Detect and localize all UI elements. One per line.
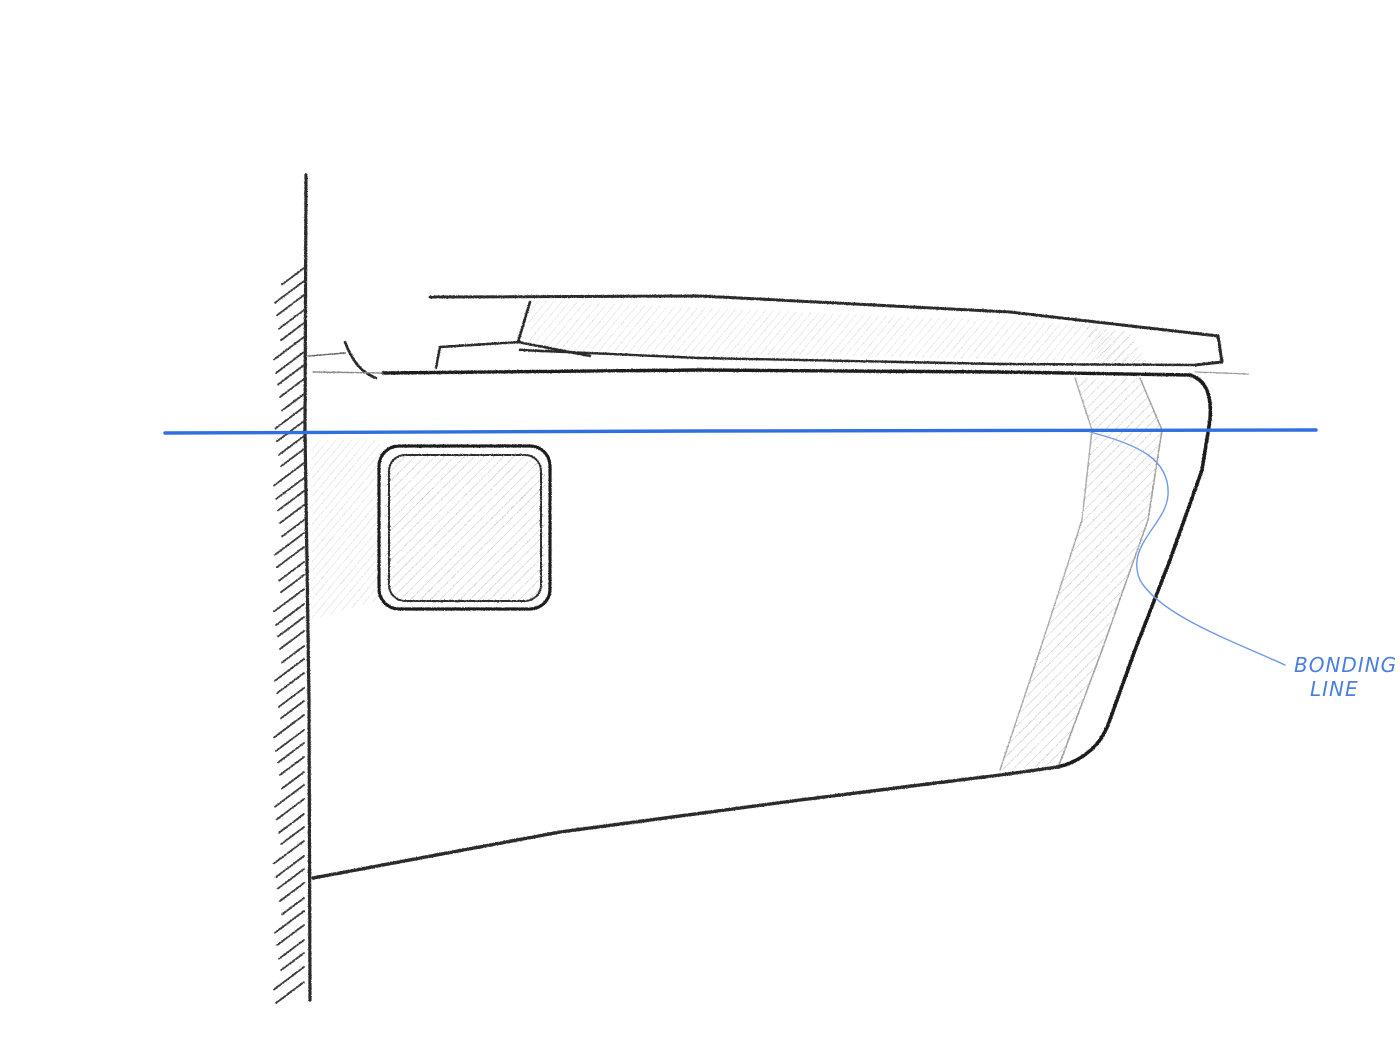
bonding-line-group: BONDING LINE [163,428,1397,701]
wall-hatch-stroke [278,435,305,456]
wall-hatch-stroke [276,924,305,947]
wall-hatch-stroke [274,784,305,808]
lid-bottom-line [518,348,1197,367]
wall-hatch-stroke [279,630,305,650]
lid-front-edge [1193,334,1224,367]
wall-hatch-stroke [273,966,305,991]
wall-hatch-stroke [277,616,305,638]
wall-hatch-stroke [281,519,305,538]
seat-hatch-front [1085,326,1148,365]
bowl-band-right-line [1057,377,1163,769]
wall-hatch-stroke [281,771,305,790]
wall-hatching [273,267,305,1004]
wall-hatch-stroke [281,897,305,916]
lid-hinge-block [434,340,522,370]
wall-hatch-stroke [275,855,305,878]
wall-hatch-stroke [280,826,305,846]
wall-hatch-stroke [280,952,305,972]
bonding-line [163,428,1318,435]
wall-hatch-stroke [273,714,305,739]
toilet-bowl [311,371,1213,880]
wall-hatch-stroke [273,462,305,487]
seat-hinge-curve [343,340,378,380]
wall-hatch-stroke [273,840,305,865]
wall-line [303,173,312,1002]
wall-hatch-stroke [273,588,305,613]
seat-line [381,368,1192,377]
lid-top-line [428,294,1220,338]
seat-wall-joint [307,352,346,357]
wall-hatch-stroke [275,981,305,1004]
lid-hatch [528,300,1150,362]
wall-hatch-stroke [278,687,305,708]
wall [273,173,312,1004]
wall-hatch-stroke [274,910,305,934]
flush-panel-inner [388,454,542,602]
wall-hatch-stroke [276,798,305,821]
wall-hatch-stroke [275,729,305,752]
wall-hatch-stroke [275,477,305,500]
bonding-label-line1: BONDING [1294,653,1397,677]
toilet-lid [307,294,1249,380]
bowl-front-hatch-band [1000,378,1162,770]
wall-hatch-stroke [276,546,305,569]
wall-hatch-stroke [278,813,305,834]
wall-hatch-stroke [279,882,305,902]
wall-hatch-stroke [276,672,305,695]
wall-hatch-stroke [279,756,305,776]
wall-hatch-stroke [274,406,305,430]
wall-hatch-stroke [280,574,305,594]
bowl-front-profile [1056,373,1213,769]
bowl-band-left-line [999,377,1093,771]
bowl-bottom-line [311,765,1060,880]
bowl-top-edge [312,371,384,374]
wall-hatch-stroke [279,504,305,524]
wall-hatch-stroke [280,700,305,720]
bowl-upper-hatch [312,440,380,620]
flush-panel [377,444,552,611]
wall-hatch-stroke [281,393,305,412]
wall-hatch-stroke [276,294,305,317]
wall-hatch-stroke [280,448,305,468]
flush-panel-outer [377,444,552,611]
wall-hatch-stroke [274,280,305,304]
flush-panel-hatch [385,455,545,600]
wall-hatch-stroke [281,645,305,664]
wall-hatch-stroke [277,742,305,764]
bonding-label-line2: LINE [1310,677,1359,701]
bonding-leader-line [1089,431,1286,666]
wall-hatch-stroke [279,378,305,398]
wall-hatch-stroke [281,267,305,286]
wall-hatch-stroke [280,322,305,342]
wall-hatch-stroke [277,490,305,512]
wall-hatch-stroke [275,351,305,374]
wall-hatch-stroke [278,309,305,330]
wall-hatch-stroke [277,868,305,890]
lid-faint-extension [1194,371,1249,375]
wall-hatch-stroke [277,364,305,386]
wall-hatch-stroke [274,658,305,682]
wall-hatch-stroke [278,939,305,960]
wall-hatch-stroke [275,603,305,626]
wall-hatch-stroke [273,336,305,361]
wall-hatch-stroke [274,532,305,556]
wall-hatch-stroke [278,561,305,582]
